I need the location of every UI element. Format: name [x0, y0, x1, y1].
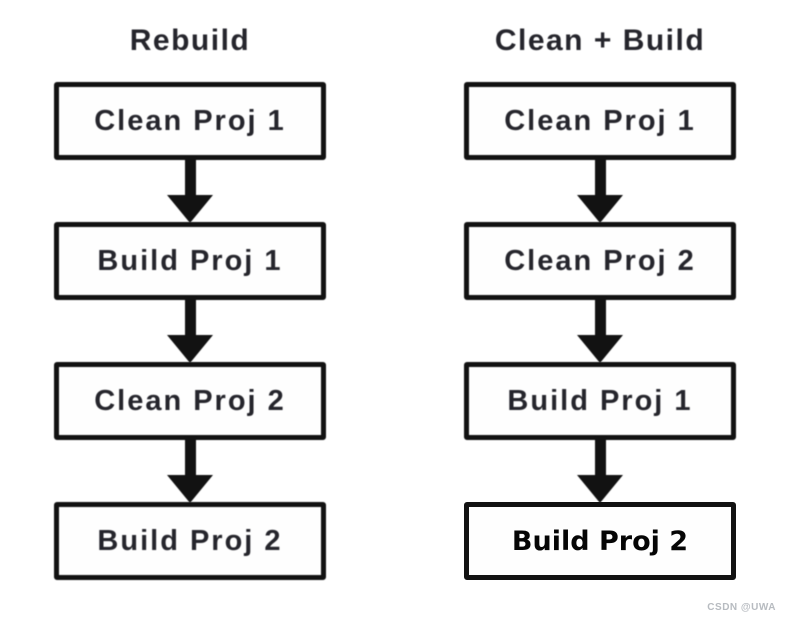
flow-box-build-proj-1: Build Proj 1	[464, 362, 736, 440]
arrow-shaft	[594, 157, 606, 197]
flow-box-label: Build Proj 1	[507, 384, 693, 417]
down-arrow-icon	[166, 157, 214, 223]
flow-box-clean-proj-1: Clean Proj 1	[54, 82, 326, 160]
arrow-head	[577, 335, 623, 363]
column-title-rebuild: Rebuild	[129, 24, 251, 57]
flow-box-label: Clean Proj 2	[504, 244, 696, 277]
flow-box-build-proj-2: Build Proj 2	[54, 502, 326, 580]
down-arrow-icon	[576, 437, 624, 503]
flow-box-build-proj-1: Build Proj 1	[54, 222, 326, 300]
flow-box-clean-proj-2: Clean Proj 2	[54, 362, 326, 440]
csdn-watermark: CSDN @UWA	[707, 602, 776, 613]
arrow-head	[167, 475, 213, 503]
down-arrow-icon	[576, 297, 624, 363]
flow-column-clean-build: Clean + Build Clean Proj 1 Clean Proj 2 …	[450, 0, 750, 620]
arrow-shaft	[594, 437, 606, 477]
flow-box-label: Build Proj 2	[511, 525, 689, 557]
flow-box-label: Build Proj 2	[97, 524, 283, 557]
flow-box-label: Clean Proj 1	[504, 104, 696, 137]
down-arrow-icon	[166, 437, 214, 503]
flow-box-label: Build Proj 1	[97, 244, 283, 277]
arrow-head	[167, 195, 213, 223]
arrow-head	[577, 475, 623, 503]
arrow-head	[167, 335, 213, 363]
flow-box-build-proj-2: Build Proj 2	[464, 502, 736, 580]
flow-column-rebuild: Rebuild Clean Proj 1 Build Proj 1 Clean …	[40, 0, 340, 620]
flow-box-label: Clean Proj 2	[94, 384, 286, 417]
arrow-shaft	[184, 437, 196, 477]
flow-box-label: Clean Proj 1	[94, 104, 286, 137]
arrow-shaft	[184, 157, 196, 197]
flow-box-clean-proj-2: Clean Proj 2	[464, 222, 736, 300]
column-title-clean-build: Clean + Build	[494, 24, 706, 57]
flow-box-clean-proj-1: Clean Proj 1	[464, 82, 736, 160]
down-arrow-icon	[166, 297, 214, 363]
arrow-shaft	[594, 297, 606, 337]
down-arrow-icon	[576, 157, 624, 223]
arrow-head	[577, 195, 623, 223]
arrow-shaft	[184, 297, 196, 337]
